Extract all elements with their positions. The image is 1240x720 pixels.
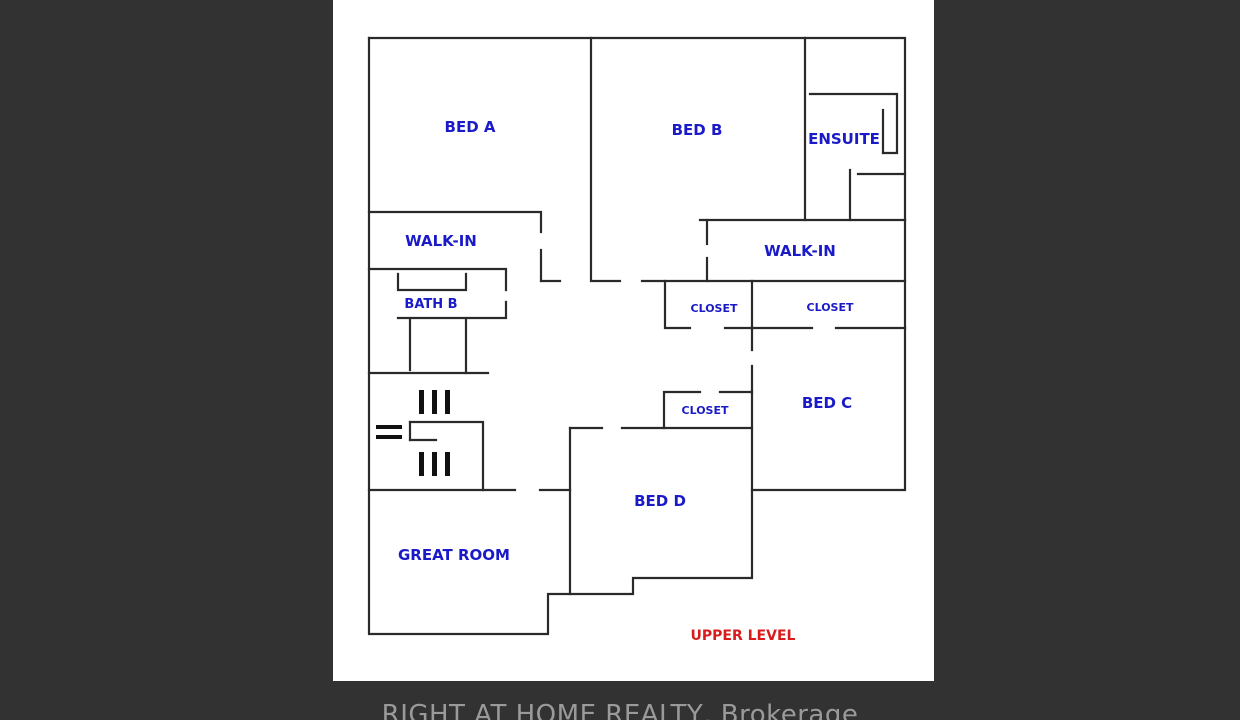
brokerage-caption: RIGHT AT HOME REALTY, Brokerage (381, 700, 859, 720)
room-label-great-room: GREAT ROOM (398, 546, 510, 564)
room-label-closet-1: CLOSET (691, 302, 738, 315)
room-label-bed-d: BED D (634, 492, 686, 510)
floor-plan-walls (367, 36, 907, 636)
stairs-symbol (376, 390, 450, 476)
room-label-walk-in-b: WALK-IN (764, 242, 836, 260)
room-label-walk-in-a: WALK-IN (405, 232, 477, 250)
room-label-bath-b: BATH B (404, 297, 457, 312)
room-label-closet-2: CLOSET (807, 301, 854, 314)
room-label-bed-c: BED C (802, 394, 852, 412)
room-label-bed-a: BED A (445, 118, 496, 136)
room-labels: BED A BED B ENSUITE WALK-IN WALK-IN BATH… (398, 118, 880, 644)
room-label-closet-3: CLOSET (682, 404, 729, 417)
floor-plan-sheet (333, 0, 934, 681)
room-label-bed-b: BED B (672, 121, 723, 139)
room-label-ensuite: ENSUITE (808, 130, 880, 148)
level-label: UPPER LEVEL (691, 628, 796, 644)
